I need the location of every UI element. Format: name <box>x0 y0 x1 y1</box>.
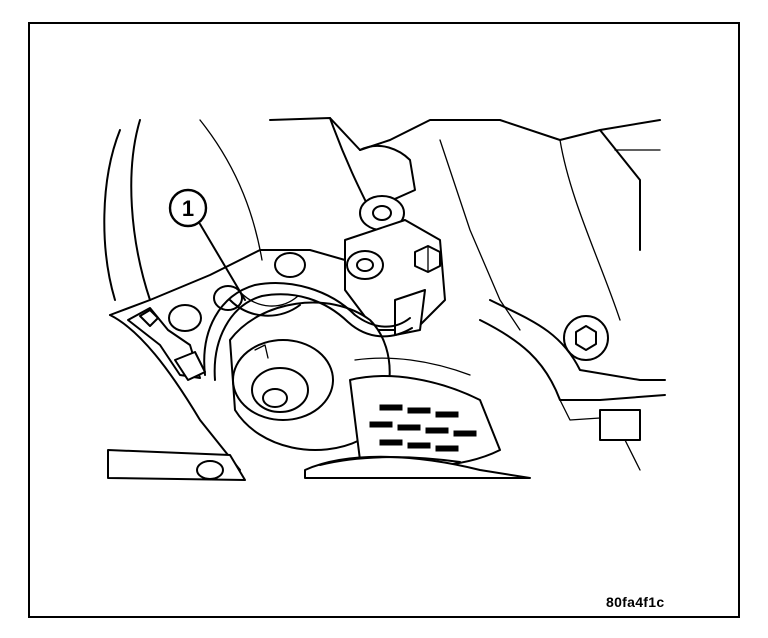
callout-leader <box>199 223 246 301</box>
lower-housing <box>109 249 346 316</box>
right-hex-bolt <box>575 325 597 351</box>
fin-slots <box>369 404 477 452</box>
upper-bracket <box>269 117 661 151</box>
housing-outline-left <box>103 129 121 301</box>
wiring-harness <box>203 282 411 376</box>
lower-duct <box>304 455 531 479</box>
callout-number: 1 <box>182 196 194 221</box>
housing-outline-left-inner <box>130 119 151 301</box>
mount-boss-top <box>274 252 306 278</box>
figure-code: 80fa4f1c <box>606 594 665 610</box>
callout-circle <box>168 188 208 228</box>
alternator-fins <box>349 375 501 468</box>
pulley-hub <box>262 388 288 408</box>
lower-left-bracket <box>107 449 246 481</box>
mount-boss-left <box>168 304 202 332</box>
right-structure <box>489 299 666 381</box>
